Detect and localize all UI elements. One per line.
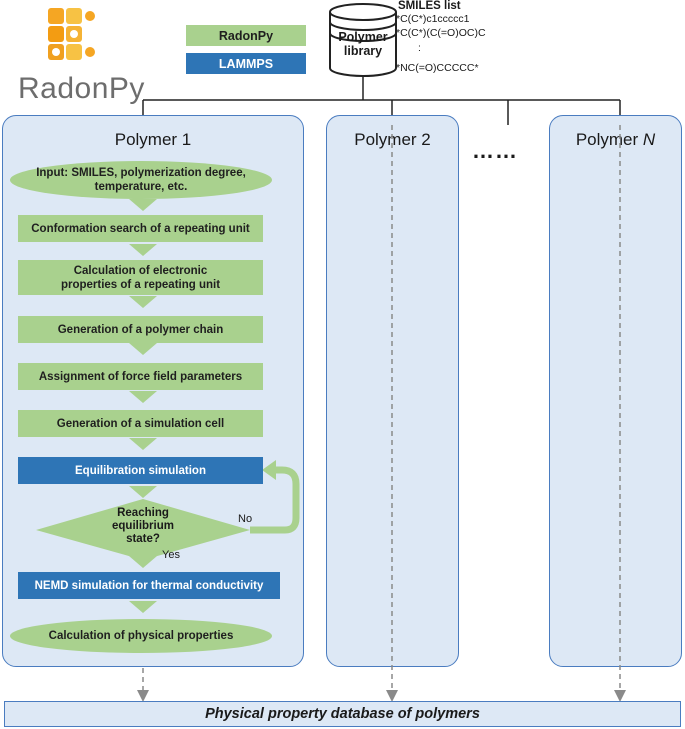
step-force-field: Assignment of force field parameters [18,363,263,390]
polymer-2-panel [326,115,459,667]
step-nemd-simulation: NEMD simulation for thermal conductivity [18,572,280,599]
smiles-line-3: *NC(=O)CCCCC* [396,62,479,74]
step-simulation-cell: Generation of a simulation cell [18,410,263,437]
physical-property-database: Physical property database of polymers [4,701,681,727]
step-conformation-search: Conformation search of a repeating unit [18,215,263,242]
radonpy-logo-icon [48,8,95,60]
step-input: Input: SMILES, polymerization degree, te… [10,161,272,199]
decision-no-label: No [238,513,253,525]
library-label-line1: Polymer [338,30,388,44]
polymer-n-title: Polymer N [549,130,682,150]
step-physical-properties: Calculation of physical properties [10,619,272,653]
polymer-n-italic: N [642,130,656,149]
polymer-2-title: Polymer 2 [354,130,431,149]
step-electronic-properties: Calculation of electronic properties of … [18,260,263,295]
legend-lammps: LAMMPS [186,53,306,74]
step-equilibration: Equilibration simulation [18,457,263,484]
polymer-n-panel [549,115,682,667]
decision-label: Reaching equilibrium state? [112,507,174,545]
polymer-library-cylinder-icon [329,3,397,77]
smiles-list-title: SMILES list [398,0,461,12]
step-polymer-chain: Generation of a polymer chain [18,316,263,343]
smiles-line-2: *C(C*)(C(=O)OC)C [396,27,486,39]
radonpy-logo-text: RadonPy [18,72,145,105]
polymer-library-label: Polymer library [333,30,393,58]
smiles-ellipsis: : [418,42,421,54]
decision-yes-label: Yes [162,549,180,561]
ellipsis-dots: …… [472,138,518,163]
smiles-line-1: *C(C*)c1ccccc1 [396,13,470,25]
polymer-n-prefix: Polymer [575,130,643,149]
library-label-line2: library [343,44,383,58]
legend-radonpy: RadonPy [186,25,306,46]
polymer-1-title: Polymer 1 [114,130,192,149]
